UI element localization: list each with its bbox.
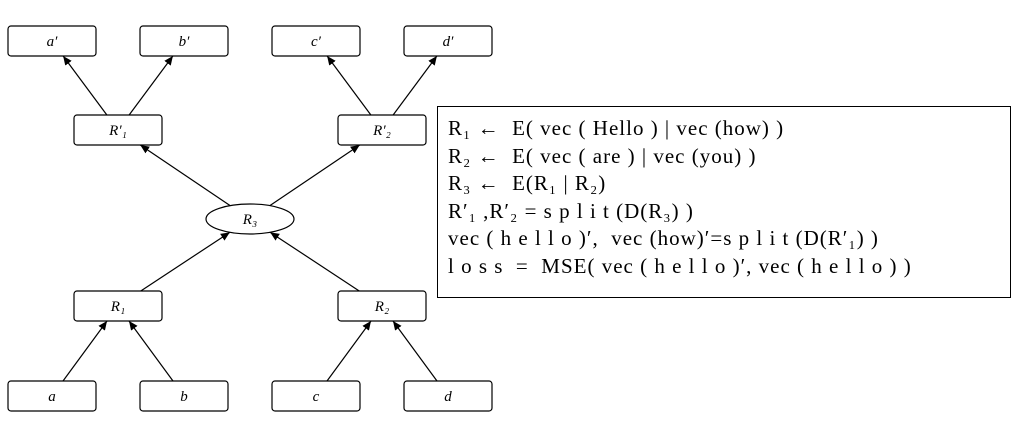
edge-c-to-R2 — [326, 320, 372, 382]
node-a-shape — [7, 380, 97, 412]
node-a: a — [7, 380, 97, 412]
edge-R3-to-R2_prime — [269, 144, 361, 207]
node-a_prime-label: a′ — [47, 34, 59, 50]
formula-box: R₁ ← E( vec ( Hello ) | vec (how) ) R₂ ←… — [437, 106, 1011, 298]
node-c_prime-label: c′ — [311, 34, 322, 50]
node-R1-shape — [73, 290, 163, 322]
node-a_prime: a′ — [7, 25, 97, 57]
node-d_prime-shape — [403, 25, 493, 57]
formula-line-r3: R₃ ← E(R₁ | R₂) — [448, 171, 607, 195]
node-b_prime: b′ — [139, 25, 229, 57]
edge-R2_prime-to-c_prime — [326, 55, 372, 116]
node-R3: R₃ — [205, 203, 295, 235]
tree-diagram: a′ b′ c′ d′ R′₁ R′₂ R₃ R₁ R₂ a b c d — [7, 25, 493, 412]
formula-line-r1: R₁ ← E( vec ( Hello ) | vec (how) ) — [448, 116, 785, 140]
node-c: c — [271, 380, 361, 412]
node-R1: R₁ — [73, 290, 163, 322]
node-d_prime-label: d′ — [443, 34, 455, 50]
node-c-shape — [271, 380, 361, 412]
node-R3-shape — [205, 203, 295, 235]
edge-R1-to-R3 — [140, 231, 231, 292]
edge-R2-to-R3 — [269, 231, 360, 292]
formula-line-split-r3: R′₁ ,R′₂ = s p l i t (D(R₃) ) — [448, 198, 694, 223]
node-b_prime-label: b′ — [179, 34, 191, 50]
formula-line-split-r1prime: vec ( h e l l o )′, vec (how)′=s p l i t… — [448, 226, 879, 250]
node-R2-label: R₂ — [374, 299, 389, 315]
node-d: d — [403, 380, 493, 412]
formula-line-loss: l o s s = MSE( vec ( h e l l o )′, vec (… — [448, 253, 912, 278]
edge-R3-to-R1_prime — [139, 144, 231, 207]
node-b: b — [139, 380, 229, 412]
node-c-label: c — [313, 389, 320, 405]
node-R1-label: R₁ — [110, 299, 125, 315]
node-b_prime-shape — [139, 25, 229, 57]
node-R1_prime-shape — [73, 114, 163, 146]
node-R2_prime: R′₂ — [337, 114, 427, 146]
node-d-label: d — [444, 389, 452, 405]
node-b-label: b — [180, 389, 188, 405]
edge-R1_prime-to-a_prime — [62, 55, 108, 116]
node-d-shape — [403, 380, 493, 412]
node-b-shape — [139, 380, 229, 412]
node-R2_prime-shape — [337, 114, 427, 146]
edges — [62, 55, 438, 382]
nodes: a′ b′ c′ d′ R′₁ R′₂ R₃ R₁ R₂ a b c d — [7, 25, 493, 412]
node-R2-shape — [337, 290, 427, 322]
edge-R1_prime-to-b_prime — [128, 55, 174, 116]
edge-d-to-R2 — [392, 320, 438, 382]
node-R2_prime-label: R′₂ — [372, 123, 391, 139]
node-a-label: a — [48, 389, 56, 405]
edge-a-to-R1 — [62, 320, 108, 382]
edge-b-to-R1 — [128, 320, 174, 382]
edge-R2_prime-to-d_prime — [392, 55, 438, 116]
node-c_prime: c′ — [271, 25, 361, 57]
formula-line-r2: R₂ ← E( vec ( are ) | vec (you) ) — [448, 143, 757, 168]
node-a_prime-shape — [7, 25, 97, 57]
node-R1_prime-label: R′₁ — [108, 123, 127, 139]
node-R1_prime: R′₁ — [73, 114, 163, 146]
node-d_prime: d′ — [403, 25, 493, 57]
node-R3-label: R₃ — [242, 212, 257, 228]
node-R2: R₂ — [337, 290, 427, 322]
node-c_prime-shape — [271, 25, 361, 57]
